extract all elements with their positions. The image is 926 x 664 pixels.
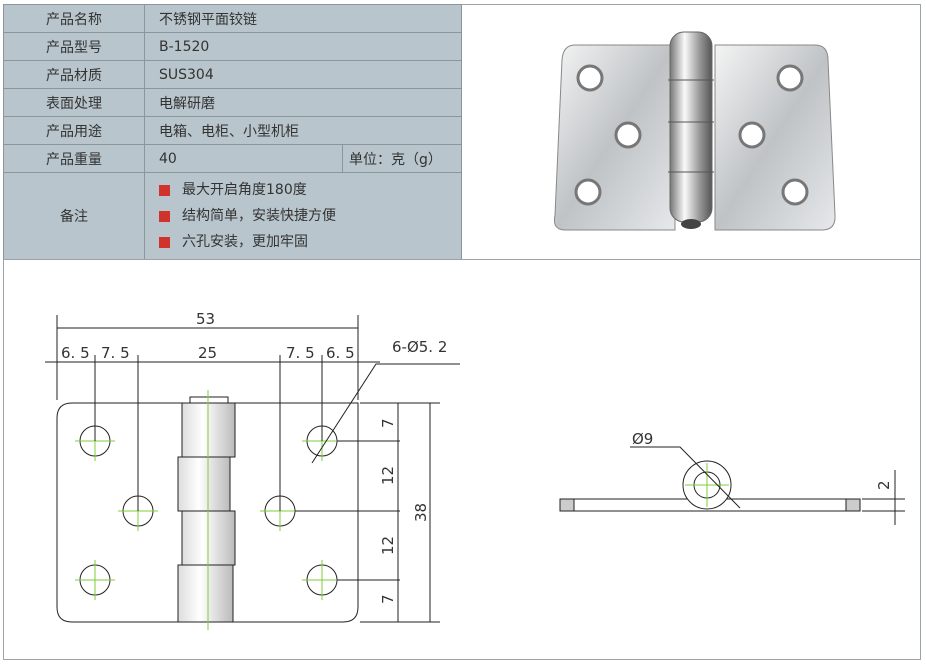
table-row: 产品用途电箱、电柜、小型机柜 bbox=[3, 116, 462, 145]
sheet-border bbox=[3, 4, 921, 660]
notes-list: 最大开启角度180度 结构简单，安装快捷方便 六孔安装，更加牢固 bbox=[145, 173, 461, 259]
table-row: 备注 最大开启角度180度 结构简单，安装快捷方便 六孔安装，更加牢固 bbox=[3, 172, 462, 260]
dim-holes: 6-Ø5. 2 bbox=[392, 338, 447, 356]
note-text: 结构简单，安装快捷方便 bbox=[182, 208, 336, 224]
dim-pin-diameter: Ø9 bbox=[632, 430, 653, 448]
dim-label: 12 bbox=[379, 466, 397, 485]
list-item: 结构简单，安装快捷方便 bbox=[159, 203, 461, 229]
row-value: 电箱、电柜、小型机柜 bbox=[144, 116, 462, 145]
dim-thickness: 2 bbox=[875, 480, 893, 490]
dim-label: 6. 5 bbox=[326, 344, 355, 362]
note-text: 六孔安装，更加牢固 bbox=[182, 234, 308, 250]
dim-label: 7. 5 bbox=[286, 344, 315, 362]
table-row: 表面处理电解研磨 bbox=[3, 88, 462, 117]
bullet-square-icon bbox=[159, 236, 170, 248]
dim-height: 38 bbox=[412, 503, 430, 522]
notes-label: 备注 bbox=[3, 172, 145, 260]
row-label: 产品重量 bbox=[3, 144, 145, 173]
side-view-drawing bbox=[559, 446, 905, 525]
dim-overall-width: 53 bbox=[196, 310, 215, 328]
dim-label: 12 bbox=[379, 536, 397, 555]
list-item: 六孔安装，更加牢固 bbox=[159, 229, 461, 255]
unit-label: 单位：克（g） bbox=[342, 144, 462, 173]
dim-label: 7 bbox=[379, 594, 397, 604]
dim-label: 7. 5 bbox=[101, 344, 130, 362]
dimension-labels: 53 6. 5 7. 5 25 7. 5 6. 5 6-Ø5. 2 7 12 1… bbox=[61, 310, 447, 604]
dim-label: 25 bbox=[198, 344, 217, 362]
bullet-square-icon bbox=[159, 210, 170, 222]
dim-label: 7 bbox=[379, 418, 397, 428]
row-label: 产品用途 bbox=[3, 116, 145, 145]
list-item: 最大开启角度180度 bbox=[159, 177, 461, 203]
bullet-square-icon bbox=[159, 184, 170, 196]
row-value: 电解研磨 bbox=[144, 88, 462, 117]
row-label: 产品型号 bbox=[3, 32, 145, 61]
row-value: SUS304 bbox=[144, 60, 462, 89]
hinge-photo bbox=[554, 31, 836, 231]
note-text: 最大开启角度180度 bbox=[182, 182, 307, 198]
divider bbox=[3, 259, 921, 260]
front-view-drawing bbox=[45, 315, 460, 630]
dim-label: 6. 5 bbox=[61, 344, 90, 362]
